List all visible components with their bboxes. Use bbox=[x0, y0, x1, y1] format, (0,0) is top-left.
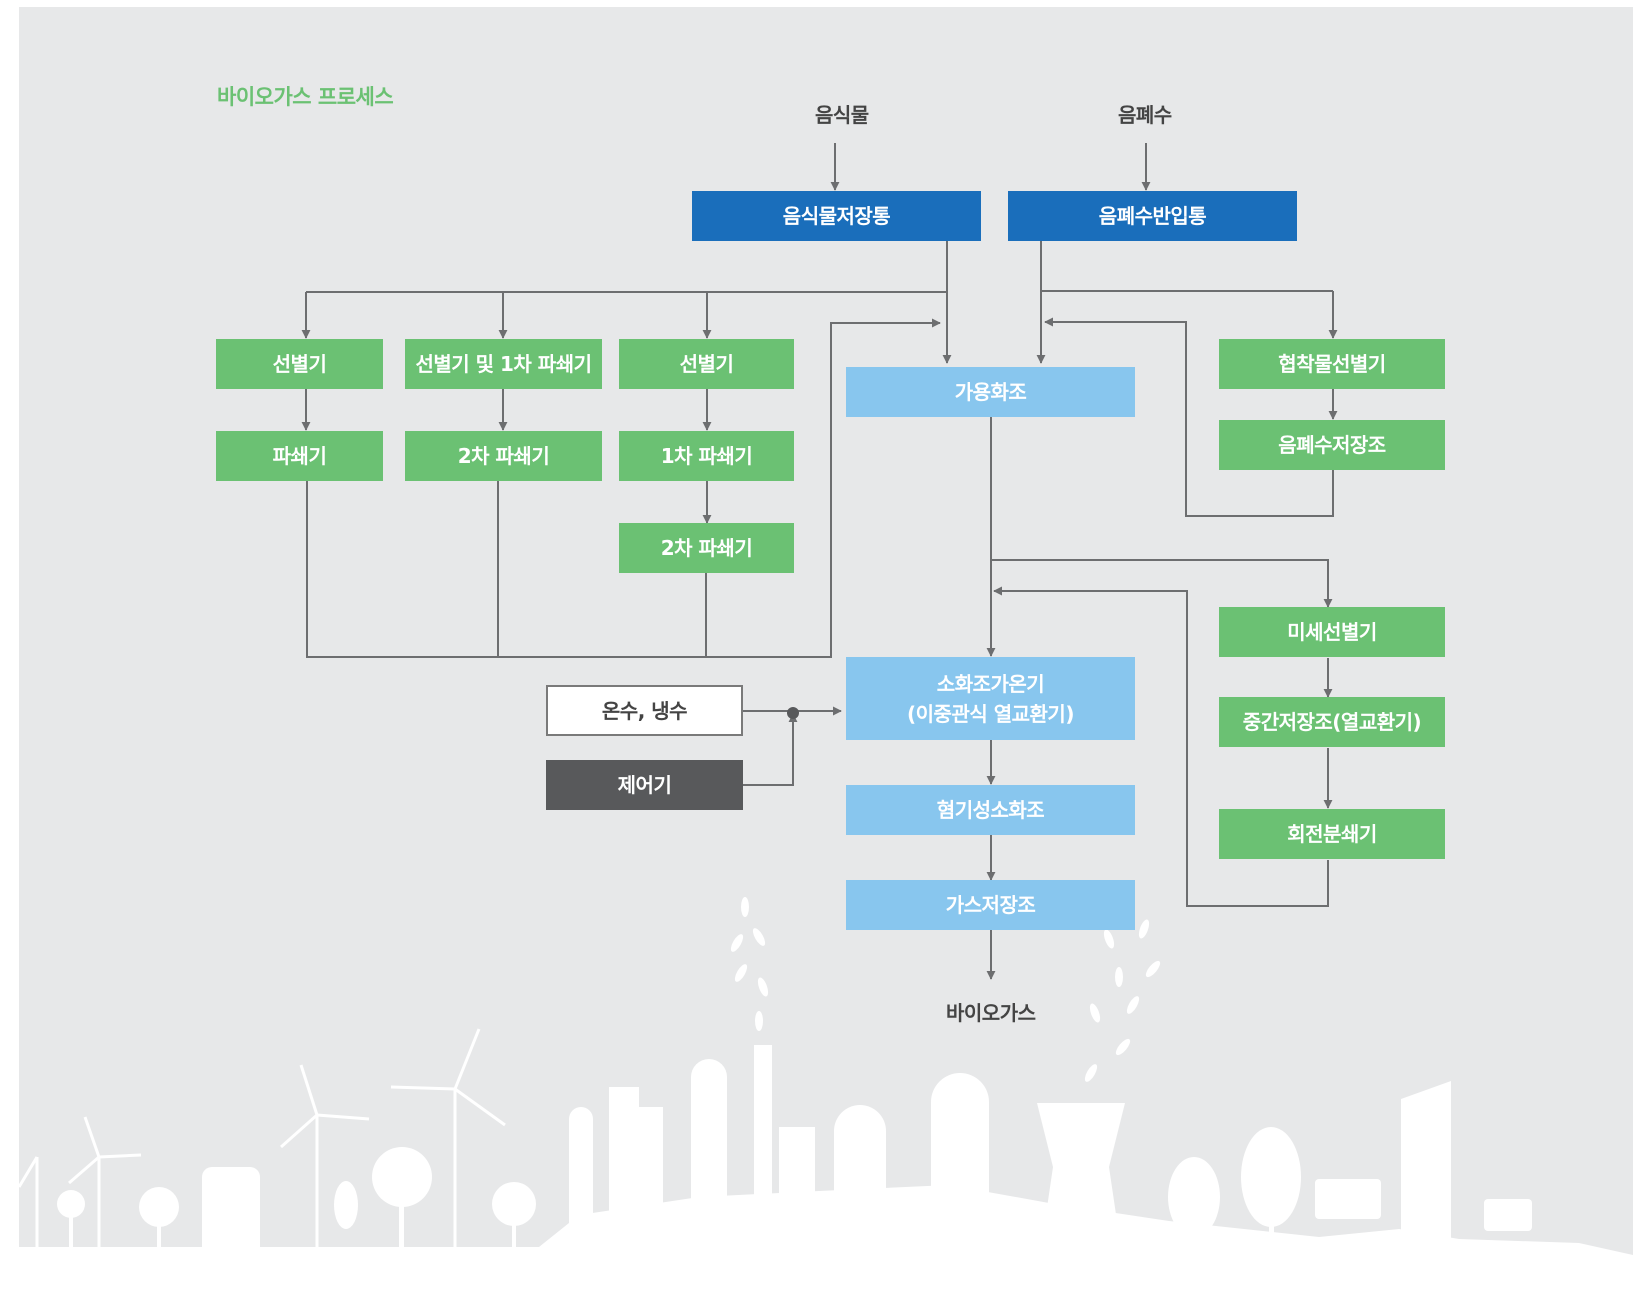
input-food-label: 음식물 bbox=[815, 103, 869, 127]
solubilization-tank-box: 가용화조 bbox=[846, 367, 1135, 417]
controller-box: 제어기 bbox=[546, 760, 743, 810]
digester-heater-line1: 소화조가온기 bbox=[936, 671, 1045, 696]
secondary-crusher-b-box: 2차 파쇄기 bbox=[619, 523, 794, 573]
sorter-2-box: 선별기 bbox=[619, 339, 794, 389]
flow-connectors bbox=[19, 143, 1633, 1289]
diagram-canvas: 바이오가스 프로세스 음식물 음폐수 음식물저장통 음폐수반입통 선별기 선별기… bbox=[19, 7, 1633, 1289]
primary-crusher-box: 1차 파쇄기 bbox=[619, 431, 794, 481]
intermediate-storage-box: 중간저장조(열교환기) bbox=[1219, 697, 1445, 747]
line-controller bbox=[743, 713, 798, 786]
food-storage-box: 음식물저장통 bbox=[692, 191, 981, 241]
fine-sorter-box: 미세선별기 bbox=[1219, 607, 1445, 657]
line-wastewater-distribution bbox=[1040, 241, 1333, 292]
line-crushers-collector bbox=[306, 318, 941, 658]
rotary-crusher-box: 회전분쇄기 bbox=[1219, 809, 1445, 859]
gas-storage-box: 가스저장조 bbox=[846, 880, 1135, 930]
line-rotary-return bbox=[993, 586, 1329, 907]
anaerobic-digester-box: 혐기성소화조 bbox=[846, 785, 1135, 835]
biogas-output-label: 바이오가스 bbox=[946, 1001, 1036, 1025]
wastewater-intake-box: 음폐수반입통 bbox=[1008, 191, 1297, 241]
city-skyline-illustration bbox=[19, 897, 1633, 1289]
digester-heater-box: 소화조가온기 (이중관식 열교환기) bbox=[846, 657, 1135, 740]
sorter-1-box: 선별기 bbox=[216, 339, 383, 389]
diagram-title: 바이오가스 프로세스 bbox=[217, 85, 394, 109]
secondary-crusher-a-box: 2차 파쇄기 bbox=[405, 431, 602, 481]
digester-heater-line2: (이중관식 열교환기) bbox=[907, 701, 1074, 726]
junction-dot bbox=[787, 707, 799, 719]
input-wastewater-label: 음폐수 bbox=[1118, 103, 1172, 127]
hot-cold-water-box: 온수, 냉수 bbox=[546, 685, 743, 736]
line-to-fine-sorter bbox=[991, 559, 1333, 608]
impurity-sorter-box: 협착물선별기 bbox=[1219, 339, 1445, 389]
wastewater-storage-box: 음폐수저장조 bbox=[1219, 420, 1445, 470]
line-storage-return bbox=[1044, 317, 1334, 517]
line-food-distribution bbox=[306, 241, 948, 293]
crusher-box: 파쇄기 bbox=[216, 431, 383, 481]
sorter-primary-crusher-box: 선별기 및 1차 파쇄기 bbox=[405, 339, 602, 389]
